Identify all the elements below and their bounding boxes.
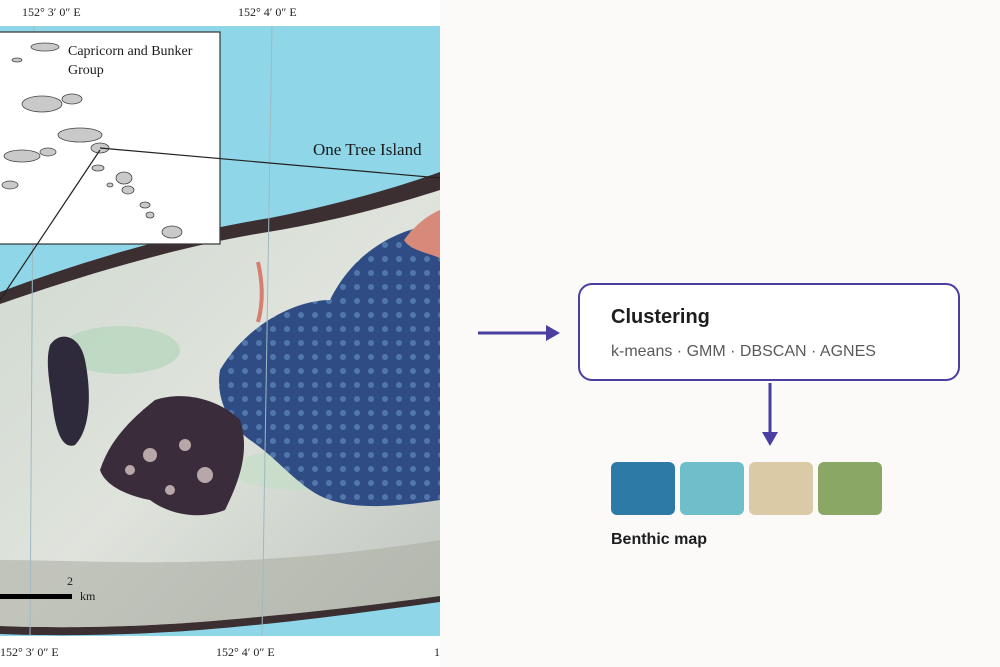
top-coord-right: 152° 4′ 0″ E <box>238 5 297 19</box>
island-label: One Tree Island <box>313 140 422 159</box>
swatch-shallow-water <box>680 462 744 515</box>
swatch-sand <box>749 462 813 515</box>
clustering-methods: k-means · GMM · DBSCAN · AGNES <box>611 343 876 360</box>
bottom-coord-edge: 1 <box>434 645 440 659</box>
input-arrow-head <box>546 325 560 341</box>
lagoon-main <box>219 222 440 507</box>
scale-unit: km <box>80 589 96 603</box>
bottom-coord-left: 152° 3′ 0″ E <box>0 645 59 659</box>
bottom-coord-right: 152° 4′ 0″ E <box>216 645 275 659</box>
inset-title: Capricorn and Bunker Group <box>68 44 193 78</box>
reef-channel <box>256 261 264 323</box>
lagoon-left <box>47 336 89 446</box>
scale-bar <box>0 594 72 599</box>
output-arrow-head <box>762 432 778 446</box>
scale-value: 2 <box>67 574 73 588</box>
reef-satellite-map <box>0 0 440 667</box>
swatch-deep-water <box>611 462 675 515</box>
satellite-map-panel: 152° 3′ 0″ E 152° 4′ 0″ E 152° 3′ 0″ E 1… <box>0 0 440 667</box>
benthic-map-label: Benthic map <box>611 531 708 548</box>
inset-box <box>0 31 221 245</box>
clustering-box: Clustering k-means · GMM · DBSCAN · AGNE… <box>578 283 960 381</box>
island-shape <box>404 210 440 258</box>
clustering-title: Clustering <box>611 306 710 328</box>
swatch-vegetation <box>818 462 882 515</box>
top-coord-left: 152° 3′ 0″ E <box>22 5 81 19</box>
lagoon-secondary <box>100 396 245 516</box>
